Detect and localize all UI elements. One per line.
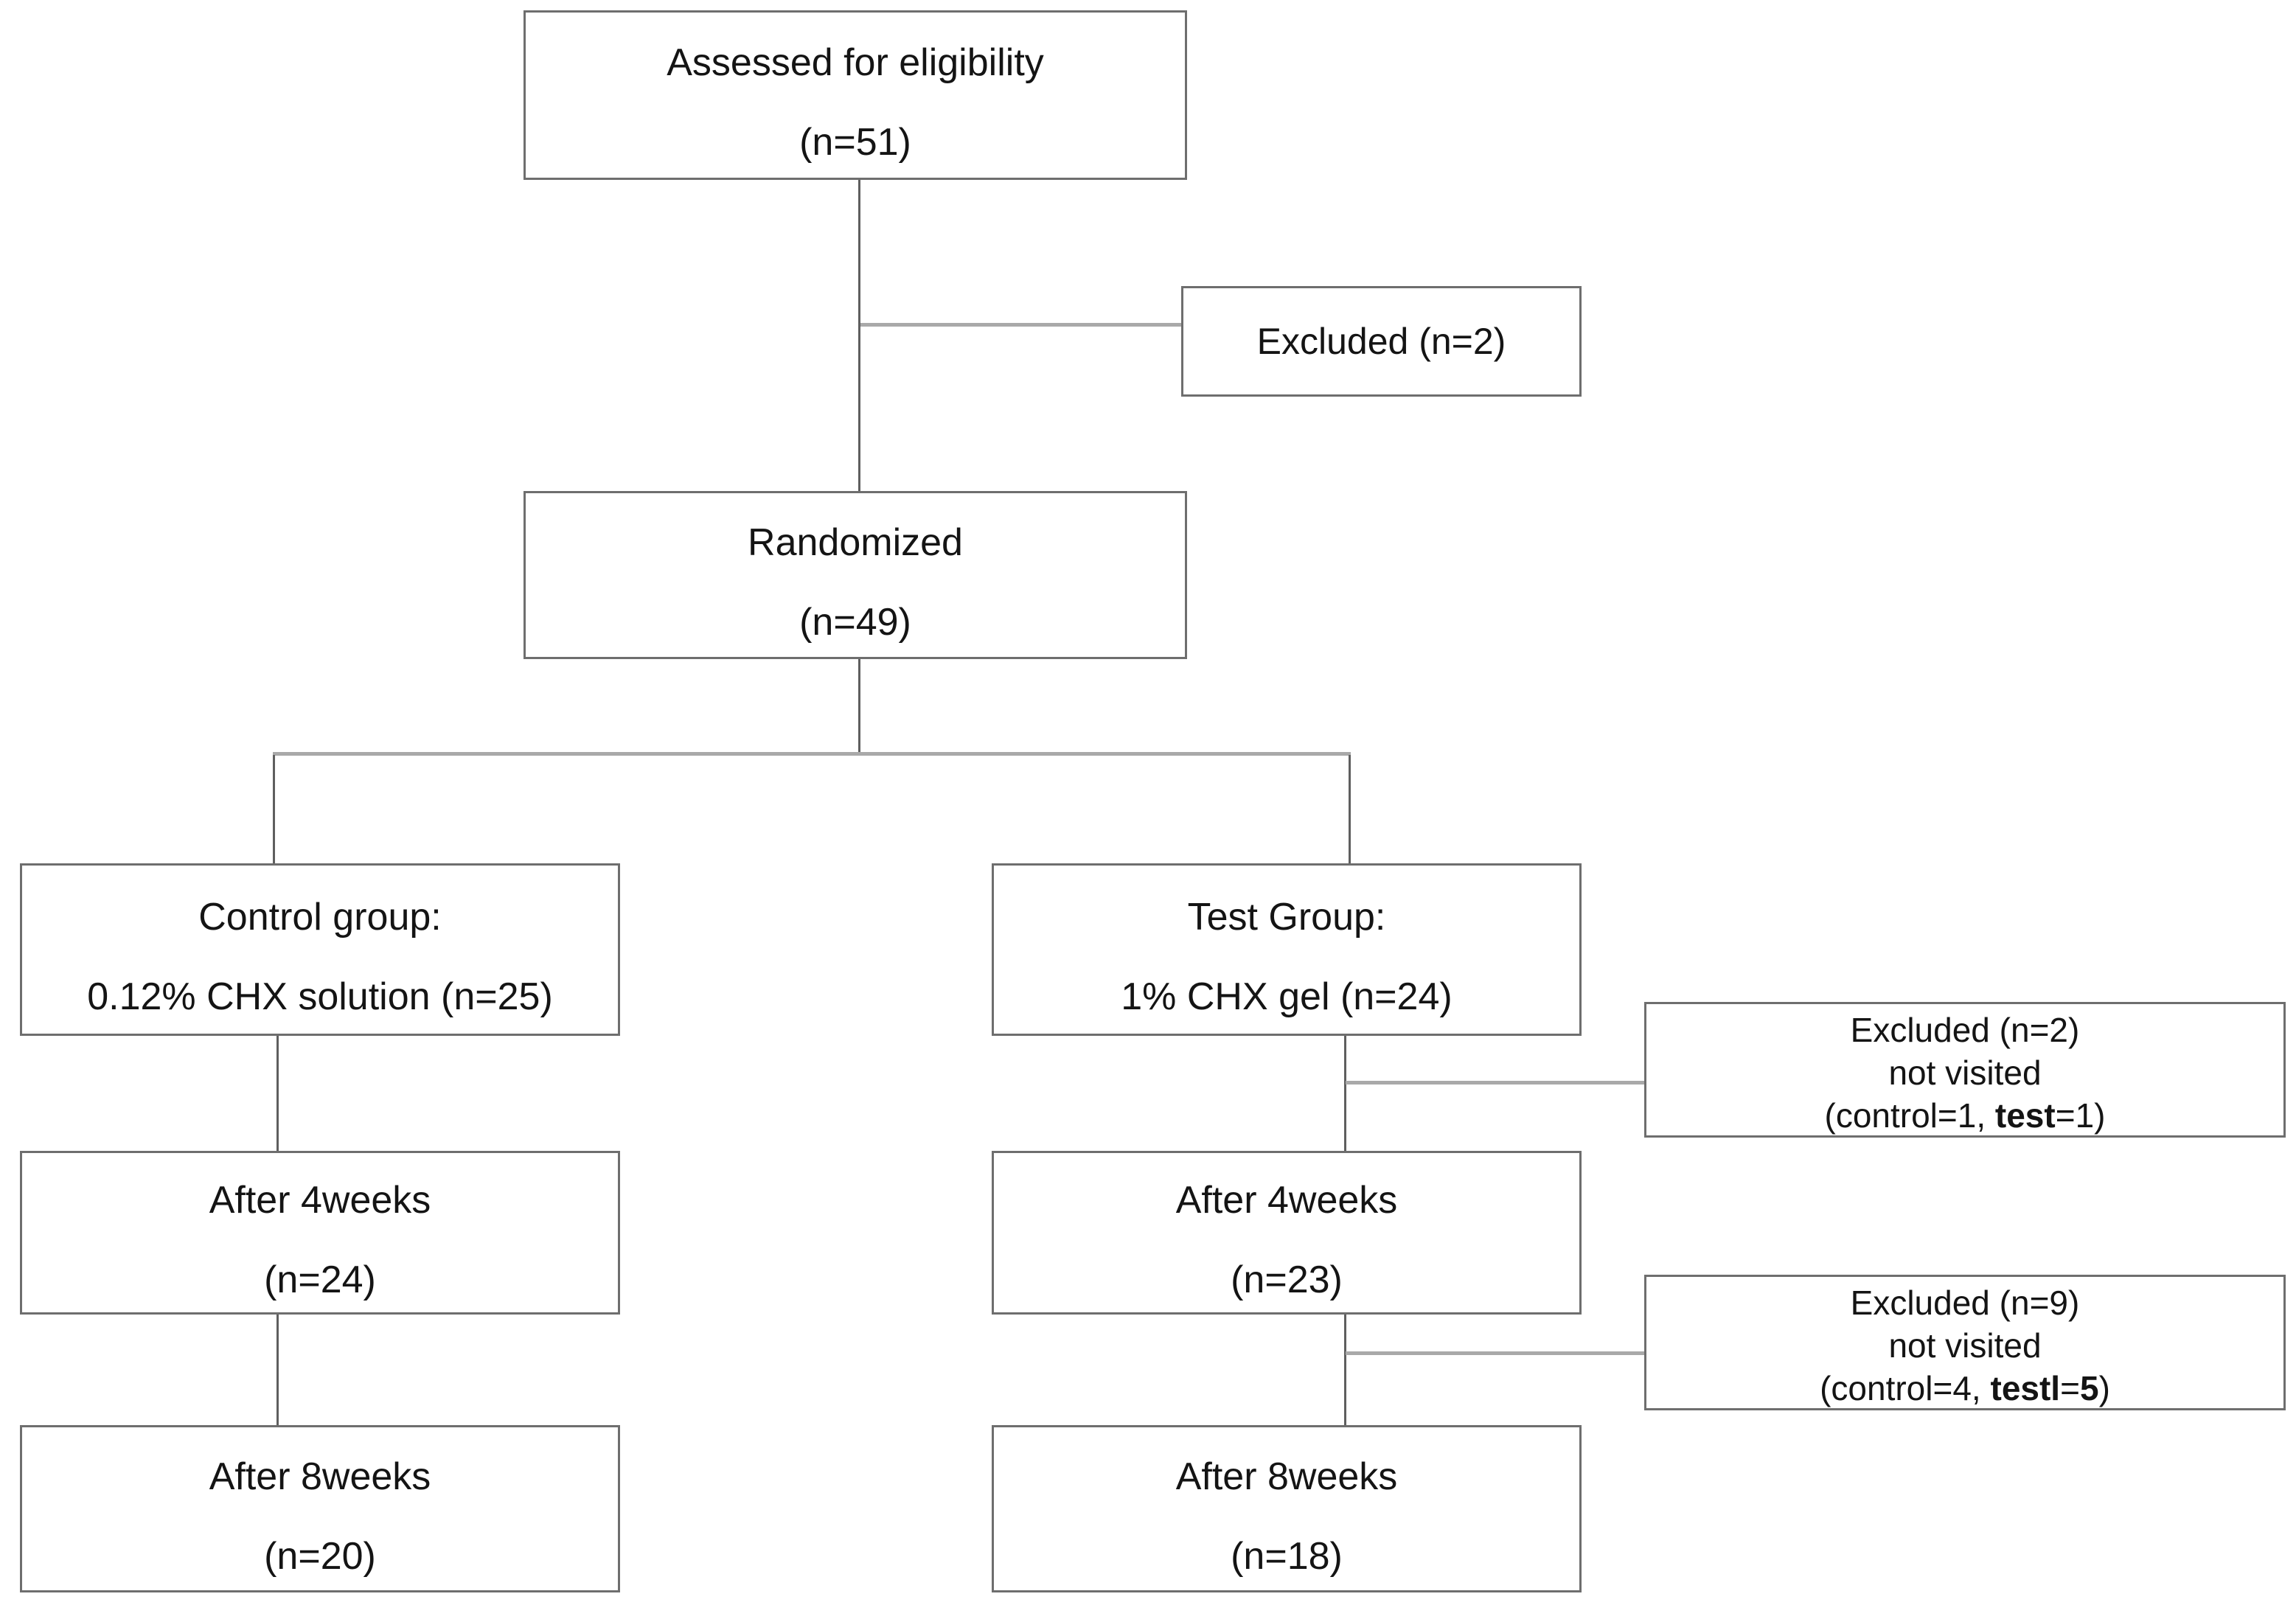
connector-split-control	[273, 755, 275, 863]
excluded-week4-label: Excluded (n=2)	[1850, 1011, 2080, 1049]
control-week4-count: (n=24)	[264, 1258, 376, 1301]
connector-randomized-split	[858, 659, 860, 755]
connector-test-week4	[1344, 1034, 1346, 1151]
excluded-week4-box: Excluded (n=2) not visited (control=1, t…	[1644, 1002, 2286, 1138]
connector-test-week8	[1344, 1313, 1346, 1427]
control-week8-box: After 8weeks (n=20)	[20, 1425, 620, 1592]
control-week8-count: (n=20)	[264, 1534, 376, 1578]
excluded-week8-detail: (control=4, testl=5)	[1820, 1369, 2110, 1407]
excluded-initial-box: Excluded (n=2)	[1181, 286, 1582, 397]
assessed-label: Assessed for eligibility	[667, 41, 1044, 84]
connector-assessed-randomized	[858, 180, 860, 492]
test-week4-box: After 4weeks (n=23)	[992, 1151, 1582, 1315]
excluded-week4-detail: (control=1, test=1)	[1824, 1096, 2106, 1135]
randomized-count: (n=49)	[799, 601, 911, 644]
excluded-week8-box: Excluded (n=9) not visited (control=4, t…	[1644, 1275, 2286, 1410]
connector-control-week4	[276, 1034, 279, 1151]
control-week4-label: After 4weeks	[209, 1179, 431, 1222]
test-week4-label: After 4weeks	[1175, 1179, 1398, 1222]
connector-split-test	[1349, 755, 1351, 863]
test-week8-box: After 8weeks (n=18)	[992, 1425, 1582, 1592]
control-week8-label: After 8weeks	[209, 1455, 431, 1498]
test-group-box: Test Group: 1% CHX gel (n=24)	[992, 863, 1582, 1036]
excluded-week4-reason: not visited	[1888, 1054, 2042, 1092]
connector-control-week8	[276, 1313, 279, 1427]
excluded-initial-label: Excluded (n=2)	[1256, 321, 1506, 362]
control-week4-box: After 4weeks (n=24)	[20, 1151, 620, 1315]
test-group-label: Test Group:	[1187, 896, 1386, 939]
randomized-label: Randomized	[748, 521, 963, 564]
connector-excluded-week8-branch	[1346, 1351, 1644, 1355]
test-week4-count: (n=23)	[1231, 1258, 1343, 1301]
test-week8-count: (n=18)	[1231, 1534, 1343, 1578]
control-group-detail: 0.12% CHX solution (n=25)	[87, 975, 553, 1018]
connector-excluded-week4-branch	[1346, 1081, 1644, 1084]
test-group-detail: 1% CHX gel (n=24)	[1121, 975, 1453, 1018]
connector-excluded-initial-branch	[860, 323, 1182, 327]
randomized-box: Randomized (n=49)	[523, 491, 1187, 659]
excluded-week8-reason: not visited	[1888, 1326, 2042, 1365]
assessed-box: Assessed for eligibility (n=51)	[523, 10, 1187, 180]
excluded-week8-label: Excluded (n=9)	[1850, 1284, 2080, 1322]
connector-split-horizontal	[273, 752, 1351, 756]
control-group-label: Control group:	[198, 896, 442, 939]
test-week8-label: After 8weeks	[1175, 1455, 1398, 1498]
assessed-count: (n=51)	[799, 121, 911, 164]
control-group-box: Control group: 0.12% CHX solution (n=25)	[20, 863, 620, 1036]
